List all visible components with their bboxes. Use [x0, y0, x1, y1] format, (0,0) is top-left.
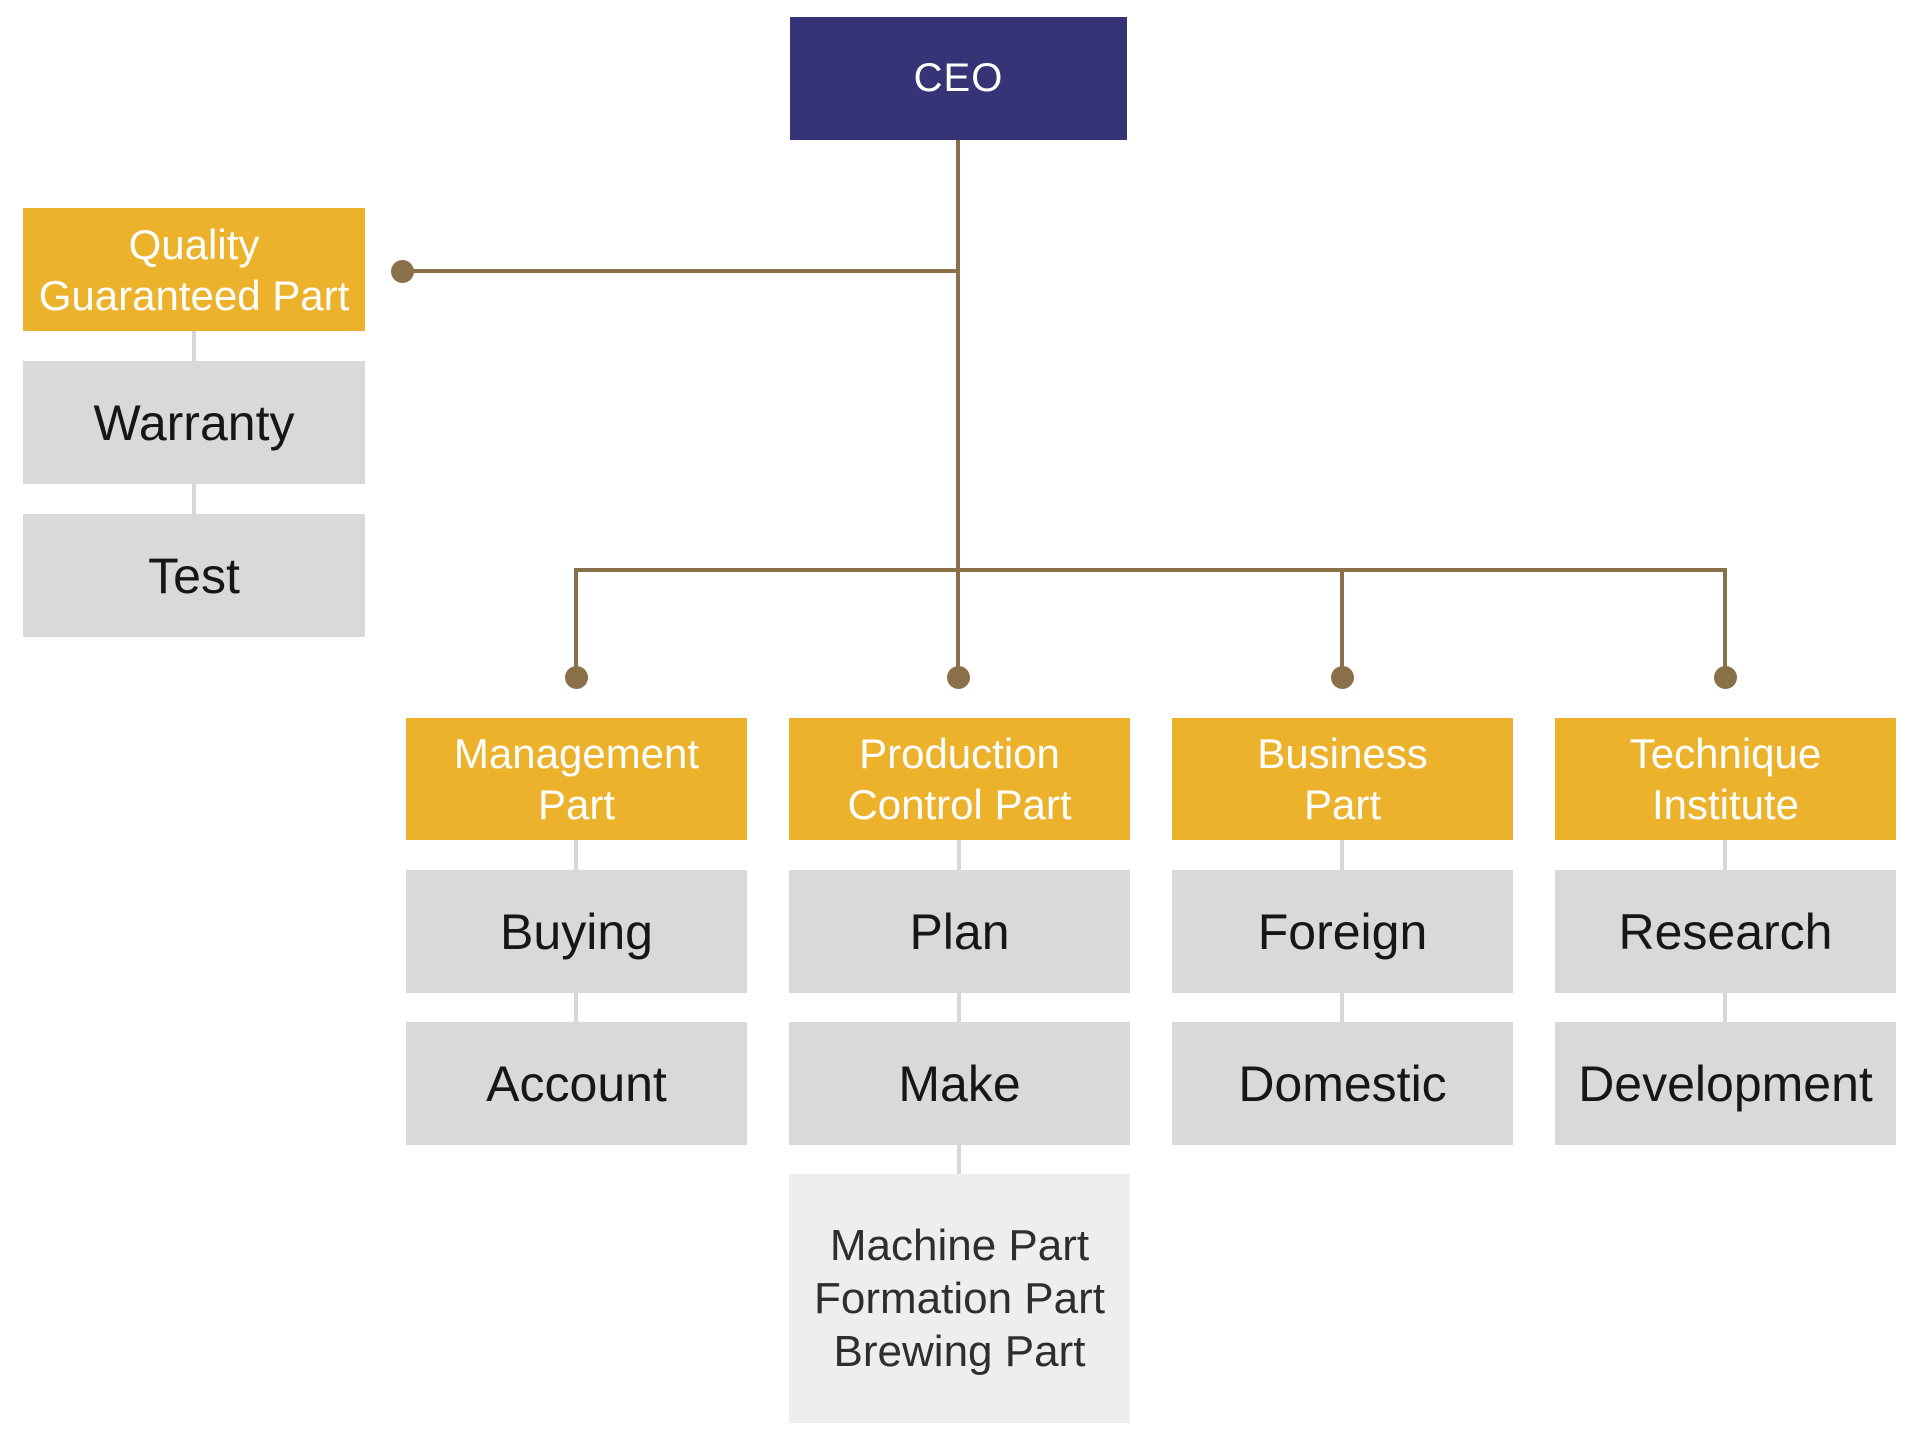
plan-label: Plan [909, 903, 1010, 960]
warranty-label: Warranty [93, 394, 295, 451]
dept-management-label-line2: Part [537, 781, 616, 828]
connector-research-development [1723, 993, 1727, 1022]
quality-label-line2: Guaranteed Part [38, 271, 350, 319]
dept-technique-institute-box: Technique Institute [1555, 718, 1896, 840]
buying-label: Buying [500, 903, 653, 960]
dept-technique-label-line1: Technique [1629, 730, 1822, 777]
node-dot-dept-1 [565, 666, 588, 689]
dept-management-part-box: Management Part [406, 718, 747, 840]
machine-part-label: Machine Part [829, 1221, 1090, 1270]
connector-foreign-domestic [1340, 993, 1344, 1022]
node-dot-dept-3 [1331, 666, 1354, 689]
warranty-box: Warranty [23, 361, 365, 484]
formation-part-label: Formation Part [814, 1274, 1105, 1323]
connector-dept-1-vertical [574, 568, 578, 677]
ceo-label: CEO [913, 56, 1004, 100]
test-box: Test [23, 514, 365, 637]
connector-warranty-test [192, 484, 196, 514]
dept-production-label-line1: Production [859, 730, 1060, 777]
make-label: Make [898, 1055, 1021, 1112]
plan-box: Plan [789, 870, 1130, 993]
dept-business-label-line1: Business [1257, 730, 1428, 777]
domestic-label: Domestic [1238, 1055, 1447, 1112]
node-dot-dept-4 [1714, 666, 1737, 689]
ceo-box: CEO [790, 17, 1127, 140]
dept-business-label-line2: Part [1303, 781, 1382, 828]
research-label: Research [1618, 903, 1833, 960]
dept-management-label-line1: Management [453, 730, 700, 777]
account-box: Account [406, 1022, 747, 1145]
connector-quality-warranty [192, 331, 196, 361]
connector-branch-horizontal [574, 568, 1727, 572]
make-box: Make [789, 1022, 1130, 1145]
make-detail-box: Machine Part Formation Part Brewing Part [789, 1174, 1130, 1423]
connector-plan-make [957, 993, 961, 1022]
connector-dept-3-vertical [1340, 568, 1344, 677]
development-box: Development [1555, 1022, 1896, 1145]
dept-production-control-part-box: Production Control Part [789, 718, 1130, 840]
dept-technique-label-line2: Institute [1651, 781, 1800, 828]
connector-production-plan [957, 840, 961, 870]
dept-business-part-box: Business Part [1172, 718, 1513, 840]
connector-make-detail [957, 1145, 961, 1174]
connector-ceo-vertical [956, 140, 960, 677]
foreign-box: Foreign [1172, 870, 1513, 993]
node-dot-quality [391, 260, 414, 283]
brewing-part-label: Brewing Part [833, 1327, 1086, 1376]
connector-dept-4-vertical [1723, 568, 1727, 677]
connector-quality-horizontal [402, 269, 958, 273]
node-dot-dept-2 [947, 666, 970, 689]
buying-box: Buying [406, 870, 747, 993]
connector-buying-account [574, 993, 578, 1022]
development-label: Development [1578, 1055, 1873, 1112]
connector-business-foreign [1340, 840, 1344, 870]
test-label: Test [148, 547, 240, 604]
connector-technique-research [1723, 840, 1727, 870]
domestic-box: Domestic [1172, 1022, 1513, 1145]
foreign-label: Foreign [1257, 903, 1428, 960]
connector-management-buying [574, 840, 578, 870]
research-box: Research [1555, 870, 1896, 993]
quality-label-line1: Quality [128, 220, 260, 268]
quality-guaranteed-part-box: Quality Guaranteed Part [23, 208, 365, 331]
dept-production-label-line2: Control Part [847, 781, 1072, 828]
account-label: Account [486, 1055, 667, 1112]
